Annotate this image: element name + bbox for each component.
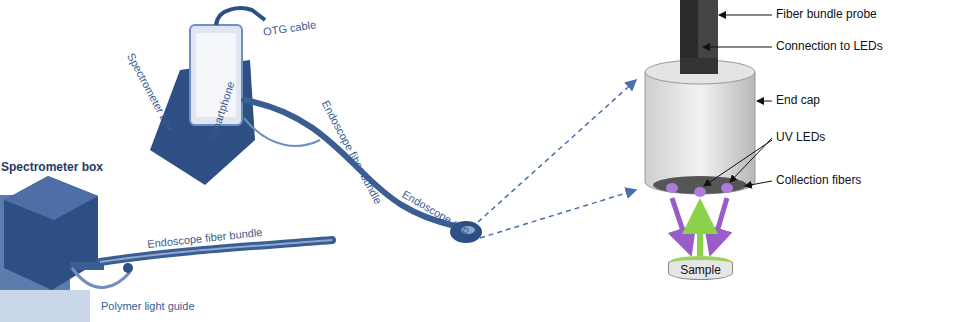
photo-label: Spectrometer box xyxy=(1,161,103,175)
zoom-arrow xyxy=(478,80,636,222)
part-label: Fiber bundle probe xyxy=(776,8,877,22)
probe-schematic xyxy=(645,0,772,256)
top-device-photo xyxy=(150,8,482,243)
sample-disk: Sample xyxy=(668,256,733,280)
part-label: Collection fibers xyxy=(776,174,861,188)
photo-label: Polymer light guide xyxy=(101,300,195,313)
photo-label: Endoscope fiber bundle xyxy=(319,98,384,206)
photo-label: Spectrometer box xyxy=(124,51,176,134)
photo-label: OTG cable xyxy=(262,18,316,38)
part-label: UV LEDs xyxy=(776,131,825,145)
part-label: End cap xyxy=(776,94,820,108)
part-label: Connection to LEDs xyxy=(776,40,883,54)
left-device-photo xyxy=(0,176,332,322)
sample-label: Sample xyxy=(669,263,732,277)
zoom-arrow xyxy=(480,190,636,238)
